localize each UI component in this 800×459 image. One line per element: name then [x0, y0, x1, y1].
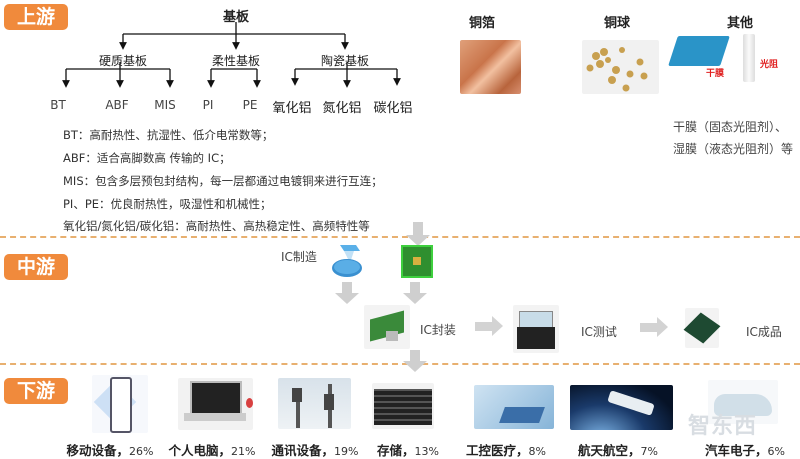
- tree-leaf-abf: ABF: [105, 98, 129, 112]
- app-name-automotive: 汽车电子，: [705, 443, 768, 458]
- downstream-badge: 下游: [4, 378, 68, 404]
- ic-manufacturing-label: IC制造: [281, 250, 317, 264]
- ic-chip-die-icon: [401, 245, 433, 278]
- app-label-automotive: 汽车电子，6%: [705, 440, 785, 459]
- app-share-pc: 21%: [231, 445, 256, 458]
- flow-arrow-die-to-package: [403, 282, 427, 304]
- app-label-pc: 个人电脑，21%: [169, 440, 256, 459]
- tree-root-substrate: 基板: [222, 10, 250, 25]
- tree-leaf-aluminum-carbide: 碳化铝: [373, 101, 413, 116]
- upstream-badge: 上游: [4, 4, 68, 30]
- flow-arrow-test-to-product: [640, 317, 668, 337]
- flow-arrow-wafer-to-package: [335, 282, 359, 304]
- flow-arrow-package-to-test: [475, 316, 503, 336]
- tree-category-flexible: 柔性基板: [211, 54, 261, 68]
- tree-leaf-pi: PI: [202, 98, 214, 112]
- tree-category-ceramic: 陶瓷基板: [320, 54, 370, 68]
- description-abf: ABF：适合高脚数高 传输的 IC；: [63, 151, 231, 165]
- copper-balls-image: [582, 40, 659, 94]
- copper-balls-icon: [586, 47, 648, 92]
- app-label-industrial-medical: 工控医疗，8%: [466, 440, 546, 459]
- section-divider-midstream-downstream: [0, 363, 800, 365]
- app-share-automotive: 6%: [767, 445, 785, 458]
- ic-testing-label: IC测试: [581, 325, 617, 339]
- app-share-aerospace: 7%: [640, 445, 658, 458]
- app-name-aerospace: 航天航空，: [578, 443, 641, 458]
- laptop-image: [178, 378, 253, 430]
- ic-packaging-image: [364, 305, 410, 349]
- ic-packaging-label: IC封装: [420, 323, 456, 337]
- photoresist-bottle-image: [743, 34, 755, 82]
- ic-testing-image: [513, 305, 559, 353]
- other-materials-wet-film: 湿膜（液态光阻剂）等: [673, 142, 794, 156]
- app-name-telecom: 通讯设备，: [271, 443, 335, 458]
- app-name-industrial-medical: 工控医疗，: [466, 443, 529, 458]
- tree-leaf-alumina: 氧化铝: [272, 101, 312, 116]
- dry-film-roll-image: [668, 36, 730, 66]
- substrate-tree-connectors: [62, 22, 401, 88]
- material-title-copper-balls: 铜球: [603, 16, 631, 31]
- material-title-copper-foil: 铜箔: [468, 16, 496, 31]
- tree-leaf-mis: MIS: [154, 98, 176, 112]
- app-name-pc: 个人电脑，: [168, 443, 232, 458]
- copper-foil-image: [460, 40, 521, 94]
- app-name-storage: 存储，: [377, 443, 415, 458]
- wafer-icon: [332, 245, 362, 277]
- material-title-others: 其他: [726, 16, 754, 31]
- telecom-tower-image: [278, 378, 351, 429]
- other-materials-dry-film: 干膜（固态光阻剂）、: [673, 120, 788, 134]
- app-label-aerospace: 航天航空，7%: [578, 440, 658, 459]
- watermark-logo: 智东西: [688, 414, 758, 439]
- tree-leaf-aluminum-nitride: 氮化铝: [322, 101, 362, 116]
- tree-leaf-pe: PE: [242, 98, 258, 112]
- description-mis: MIS：包含多层预包封结构，每一层都通过电镀铜来进行互连；: [63, 174, 383, 188]
- app-share-industrial-medical: 8%: [528, 445, 546, 458]
- storage-server-image: [372, 383, 434, 429]
- tree-category-rigid: 硬质基板: [98, 54, 148, 68]
- app-label-mobile: 移动设备，26%: [67, 440, 154, 459]
- medical-image: [474, 385, 554, 429]
- app-share-storage: 13%: [414, 445, 439, 458]
- spacecraft-image: [570, 385, 673, 430]
- ic-product-label: IC成品: [746, 325, 782, 339]
- dry-film-image-label: 干膜: [706, 69, 725, 79]
- app-share-telecom: 19%: [334, 445, 359, 458]
- description-bt: BT：高耐热性、抗湿性、低介电常数等；: [63, 128, 274, 142]
- section-divider-upstream-midstream: [0, 236, 800, 238]
- photoresist-image-label: 光阻: [760, 60, 779, 70]
- tree-leaf-bt: BT: [50, 98, 66, 112]
- ic-product-image: [683, 308, 721, 348]
- description-ceramic: 氧化铝/氮化铝/碳化铝：高耐热性、高热稳定性、高频特性等: [63, 219, 370, 233]
- car-image: [708, 380, 778, 424]
- midstream-badge: 中游: [4, 254, 68, 280]
- description-pi-pe: PI、PE：优良耐热性，吸湿性和机械性；: [63, 197, 272, 211]
- mobile-device-image: [92, 375, 148, 433]
- flow-arrow-upstream-to-midstream: [406, 222, 430, 246]
- app-label-storage: 存储，13%: [377, 440, 439, 459]
- app-share-mobile: 26%: [129, 445, 154, 458]
- flow-arrow-midstream-to-downstream: [403, 350, 427, 372]
- app-name-mobile: 移动设备，: [66, 443, 130, 458]
- app-label-telecom: 通讯设备，19%: [272, 440, 359, 459]
